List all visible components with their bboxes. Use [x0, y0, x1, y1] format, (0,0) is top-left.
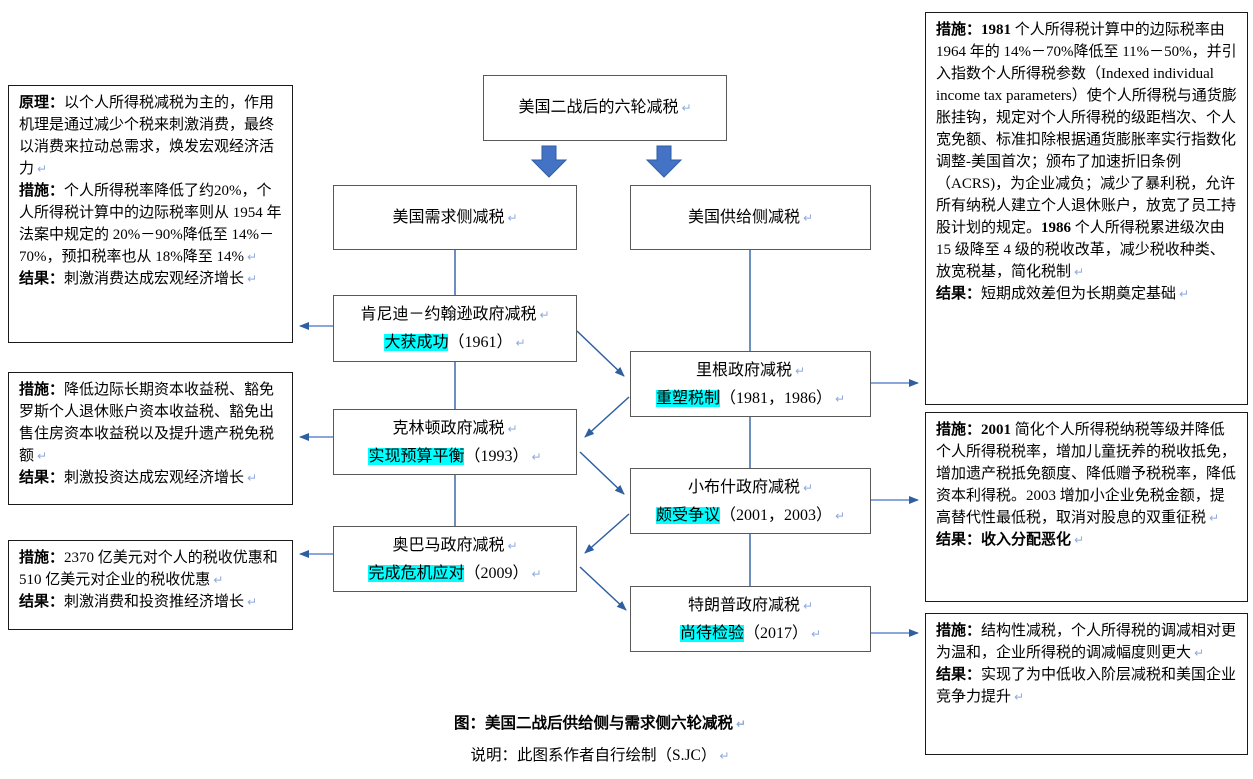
return-mark-icon: ↵: [834, 392, 846, 406]
node-kennedy-johnson: 肯尼迪－约翰逊政府减税↵ 大获成功（1961）↵: [333, 295, 577, 362]
node-trump: 特朗普政府减税↵ 尚待检验（2017）↵: [630, 586, 871, 652]
supply-side-label: 美国供给侧减税: [687, 208, 800, 226]
arrow-kennedy-to-reagan: [576, 330, 625, 377]
note-clinton-detail: 措施：降低边际长期资本收益税、豁免罗斯个人退休账户资本收益税、豁免出售住房资本收…: [8, 372, 293, 505]
return-mark-icon: ↵: [247, 595, 258, 609]
node-years: （1981，1986）: [719, 390, 832, 407]
return-mark-icon: ↵: [834, 509, 846, 523]
return-mark-icon: ↵: [802, 210, 814, 225]
caption-title-text: 图：美国二战后供给侧与需求侧六轮减税: [453, 715, 733, 732]
return-mark-icon: ↵: [531, 450, 542, 464]
node-demand-side: 美国需求侧减税↵: [333, 185, 577, 250]
root-title-label: 美国二战后的六轮减税: [518, 99, 679, 116]
return-mark-icon: ↵: [539, 308, 550, 322]
arrow-bush-to-obama: [584, 513, 630, 554]
node-clinton: 克林顿政府减税↵ 实现预算平衡（1993）↵: [333, 409, 577, 475]
note-paragraph: 措施：个人所得税率降低了约20%，个人所得税计算中的边际税率则从 1954 年法…: [19, 183, 282, 265]
return-mark-icon: ↵: [247, 250, 258, 264]
node-reagan: 里根政府减税↵ 重塑税制（1981，1986）↵: [630, 351, 871, 417]
node-obama: 奥巴马政府减税↵ 完成危机应对（2009）↵: [333, 526, 577, 592]
demand-side-label: 美国需求侧减税: [392, 208, 505, 226]
note-bush-detail: 措施：2001 简化个人所得税纳税等级并降低个人所得税税率，增加儿童抚养的税收抵…: [925, 412, 1248, 602]
return-mark-icon: ↵: [1014, 690, 1025, 704]
node-title: 小布什政府减税: [687, 479, 800, 496]
arrow-obama-to-trump: [579, 566, 627, 611]
return-mark-icon: ↵: [1179, 287, 1190, 301]
return-mark-icon: ↵: [1074, 533, 1085, 547]
note-paragraph: 结果：收入分配恶化↵: [936, 532, 1085, 548]
note-paragraph: 原理：以个人所得税减税为主的，作用机理是通过减少个税来刺激消费，最终以消费来拉动…: [19, 95, 275, 177]
node-tag-highlight: 颇受争议: [655, 507, 720, 524]
down-block-arrow-left: [530, 145, 568, 178]
node-years: （1993）: [464, 448, 529, 465]
note-paragraph: 措施：1981 个人所得税计算中的边际税率由 1964 年的 14%－70%降低…: [936, 22, 1237, 280]
return-mark-icon: ↵: [507, 539, 518, 553]
note-paragraph: 结果：刺激消费和投资推经济增长↵: [19, 594, 258, 610]
return-mark-icon: ↵: [1194, 646, 1205, 660]
return-mark-icon: ↵: [247, 272, 258, 286]
return-mark-icon: ↵: [1209, 511, 1220, 525]
return-mark-icon: ↵: [802, 481, 814, 495]
caption-title: 图：美国二战后供给侧与需求侧六轮减税↵: [270, 708, 930, 740]
note-paragraph: 措施：2001 简化个人所得税纳税等级并降低个人所得税税率，增加儿童抚养的税收抵…: [936, 422, 1237, 526]
return-mark-icon: ↵: [681, 101, 692, 115]
node-title: 肯尼迪－约翰逊政府减税: [360, 306, 537, 323]
return-mark-icon: ↵: [507, 210, 518, 225]
node-title: 特朗普政府减税: [687, 597, 800, 614]
note-paragraph: 措施：降低边际长期资本收益税、豁免罗斯个人退休账户资本收益税、豁免出售住房资本收…: [19, 382, 275, 464]
node-years: （2001，2003）: [719, 507, 832, 524]
node-title: 克林顿政府减税: [392, 420, 505, 437]
note-paragraph: 结果：实现了为中低收入阶层减税和美国企业竞争力提升↵: [936, 667, 1237, 705]
return-mark-icon: ↵: [37, 162, 48, 176]
node-years: （2009）: [464, 565, 529, 582]
node-root-title: 美国二战后的六轮减税↵: [483, 75, 727, 141]
note-trump-detail: 措施：结构性减税，个人所得税的调减相对更为温和，企业所得税的调减幅度则更大↵ 结果…: [925, 613, 1248, 755]
note-obama-detail: 措施：2370 亿美元对个人的税收优惠和 510 亿美元对企业的税收优惠↵ 结果：…: [8, 540, 293, 630]
note-paragraph: 结果：刺激投资达成宏观经济增长↵: [19, 470, 258, 486]
note-paragraph: 措施：2370 亿美元对个人的税收优惠和 510 亿美元对企业的税收优惠↵: [19, 550, 278, 588]
return-mark-icon: ↵: [794, 364, 806, 378]
return-mark-icon: ↵: [735, 717, 747, 731]
return-mark-icon: ↵: [810, 627, 822, 641]
return-mark-icon: ↵: [719, 749, 730, 763]
arrow-clinton-to-bush: [579, 451, 625, 495]
return-mark-icon: ↵: [247, 471, 258, 485]
node-supply-side: 美国供给侧减税↵: [630, 185, 871, 250]
node-years: （1961）: [448, 334, 513, 351]
return-mark-icon: ↵: [37, 449, 48, 463]
node-tag-highlight: 尚待检验: [679, 625, 744, 642]
node-tag-highlight: 完成危机应对: [368, 565, 465, 582]
return-mark-icon: ↵: [1074, 265, 1085, 279]
note-kennedy-detail: 原理：以个人所得税减税为主的，作用机理是通过减少个税来刺激消费，最终以消费来拉动…: [8, 85, 293, 343]
return-mark-icon: ↵: [515, 336, 526, 350]
note-paragraph: 结果：刺激消费达成宏观经济增长↵: [19, 271, 258, 287]
return-mark-icon: ↵: [507, 422, 518, 436]
return-mark-icon: ↵: [531, 567, 542, 581]
note-paragraph: 措施：结构性减税，个人所得税的调减相对更为温和，企业所得税的调减幅度则更大↵: [936, 623, 1237, 661]
caption-note: 说明：此图系作者自行绘制（S.JC）↵: [270, 740, 930, 772]
return-mark-icon: ↵: [802, 599, 814, 613]
node-tag-highlight: 大获成功: [384, 334, 449, 351]
figure-caption: 图：美国二战后供给侧与需求侧六轮减税↵ 说明：此图系作者自行绘制（S.JC）↵: [270, 708, 930, 772]
arrow-reagan-to-clinton: [584, 396, 630, 438]
node-title: 奥巴马政府减税: [392, 537, 505, 554]
down-block-arrow-right: [645, 145, 683, 178]
note-paragraph: 结果：短期成效差但为长期奠定基础↵: [936, 286, 1190, 302]
node-tag-highlight: 重塑税制: [655, 390, 720, 407]
node-tag-highlight: 实现预算平衡: [368, 448, 465, 465]
node-years: （2017）: [743, 625, 808, 642]
root-title-text: 美国二战后的六轮减税↵: [518, 94, 691, 122]
node-bush: 小布什政府减税↵ 颇受争议（2001，2003）↵: [630, 468, 871, 534]
return-mark-icon: ↵: [213, 573, 224, 587]
note-reagan-detail: 措施：1981 个人所得税计算中的边际税率由 1964 年的 14%－70%降低…: [925, 12, 1248, 405]
caption-note-text: 说明：此图系作者自行绘制（S.JC）: [470, 747, 717, 764]
node-title: 里根政府减税: [695, 362, 792, 379]
